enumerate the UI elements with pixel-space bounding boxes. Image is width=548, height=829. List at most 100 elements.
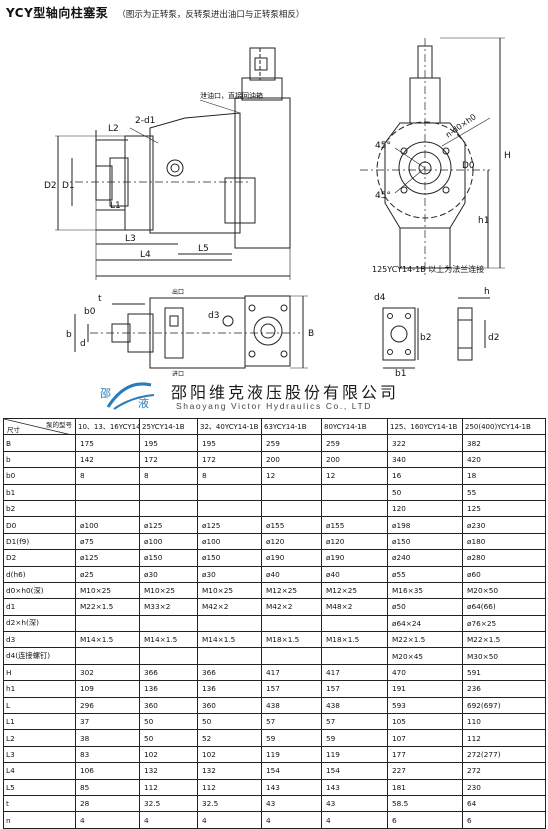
page-title: YCY型轴向柱塞泵 bbox=[6, 6, 109, 20]
row-label: L3 bbox=[3, 745, 76, 764]
technical-drawing: L2 2-d1 泄油口，直接回油箱 D2 D1 L1 L3 L4 L5 45° … bbox=[44, 37, 511, 376]
table-cell: 227 bbox=[387, 762, 463, 780]
table-cell: 110 bbox=[462, 713, 546, 731]
table-cell: ø100 bbox=[139, 532, 198, 551]
table-cell: ø190 bbox=[261, 549, 322, 567]
table-cell: 106 bbox=[75, 762, 140, 780]
table-cell: 107 bbox=[387, 729, 463, 747]
label-d3: d3 bbox=[208, 311, 219, 321]
table-cell bbox=[75, 483, 140, 501]
table-cell: 85 bbox=[75, 778, 140, 796]
label-D2: D2 bbox=[44, 181, 57, 191]
table-cell: M30×50 bbox=[462, 647, 546, 665]
table-cell: 230 bbox=[462, 778, 546, 796]
table-cell: 37 bbox=[75, 713, 140, 731]
row-label: D1(f9) bbox=[3, 532, 76, 551]
table-cell: 4 bbox=[197, 811, 262, 829]
flange-detail bbox=[382, 297, 490, 369]
table-cell: M10×25 bbox=[75, 581, 140, 600]
dimension-table-wrap: 泵的型号 尺寸 10、13、16YCY14-1B 25YCY14-1B 32、4… bbox=[3, 417, 546, 829]
table-cell: 272 bbox=[462, 762, 546, 780]
table-cell: ø240 bbox=[387, 549, 463, 567]
table-cell: M42×2 bbox=[261, 598, 322, 616]
label-h: h bbox=[484, 287, 490, 297]
table-cell bbox=[261, 499, 322, 518]
row-label: L bbox=[3, 696, 76, 715]
table-cell: 195 bbox=[139, 434, 198, 452]
table-cell: ø155 bbox=[321, 516, 388, 534]
table-cell: M22×1.5 bbox=[462, 631, 546, 649]
table-cell: 112 bbox=[197, 778, 262, 796]
table-cell: 172 bbox=[197, 450, 262, 469]
table-cell: 102 bbox=[139, 745, 198, 764]
table-cell: 322 bbox=[387, 434, 463, 452]
table-cell: 172 bbox=[139, 450, 198, 469]
table-cell: M14×1.5 bbox=[139, 631, 198, 649]
row-label: b2 bbox=[3, 499, 76, 518]
label-drain-port-note: 泄油口，直接回油箱 bbox=[200, 91, 263, 100]
label-B: B bbox=[308, 329, 314, 339]
row-label: n bbox=[3, 811, 76, 829]
table-cell: 59 bbox=[321, 729, 388, 747]
table-cell: M42×2 bbox=[197, 598, 262, 616]
table-cell: 38 bbox=[75, 729, 140, 747]
table-cell: 195 bbox=[197, 434, 262, 452]
table-cell: 200 bbox=[261, 450, 322, 469]
row-label: L4 bbox=[3, 762, 76, 780]
table-cell: 157 bbox=[261, 680, 322, 698]
label-L4: L4 bbox=[140, 250, 151, 260]
row-label: h1 bbox=[3, 680, 76, 698]
table-cell: 50 bbox=[139, 729, 198, 747]
label-angle-2: 45° bbox=[375, 191, 391, 201]
table-cell: 417 bbox=[261, 663, 322, 682]
label-angle-1: 45° bbox=[375, 141, 391, 151]
row-label: b bbox=[3, 450, 76, 469]
table-cell: M12×25 bbox=[261, 581, 322, 600]
table-cell: 340 bbox=[387, 450, 463, 469]
table-cell: 236 bbox=[462, 680, 546, 698]
table-cell: ø100 bbox=[197, 532, 262, 551]
table-corner-cell: 泵的型号 尺寸 bbox=[3, 417, 76, 436]
table-cell: 125 bbox=[462, 499, 546, 518]
table-cell bbox=[75, 647, 140, 665]
table-cell: ø150 bbox=[139, 549, 198, 567]
label-h1: h1 bbox=[478, 216, 489, 226]
table-cell: 593 bbox=[387, 696, 463, 715]
table-cell: 8 bbox=[139, 467, 198, 485]
table-cell: 57 bbox=[261, 713, 322, 731]
table-cell: ø230 bbox=[462, 516, 546, 534]
company-name-cn: 邵阳维克液压股份有限公司 bbox=[171, 383, 400, 402]
label-d4: d4 bbox=[374, 293, 386, 303]
table-cell: 8 bbox=[75, 467, 140, 485]
table-cell: ø30 bbox=[139, 565, 198, 583]
table-cell bbox=[75, 614, 140, 633]
row-label: L5 bbox=[3, 778, 76, 796]
table-cell: 4 bbox=[75, 811, 140, 829]
table-cell: ø50 bbox=[387, 598, 463, 616]
table-cell: ø120 bbox=[321, 532, 388, 551]
table-cell: ø125 bbox=[139, 516, 198, 534]
table-cell: 4 bbox=[139, 811, 198, 829]
model-header: 25YCY14-1B bbox=[139, 417, 198, 436]
table-cell: 55 bbox=[462, 483, 546, 501]
corner-diagonal bbox=[4, 419, 69, 434]
label-D0: D0 bbox=[462, 161, 475, 171]
table-cell: 360 bbox=[139, 696, 198, 715]
logo-char-1: 邵 bbox=[100, 387, 111, 400]
table-cell: 18 bbox=[462, 467, 546, 485]
table-cell: M10×25 bbox=[139, 581, 198, 600]
label-outlet: 出口 bbox=[172, 288, 184, 296]
model-header: 125、160YCY14-1B bbox=[387, 417, 463, 436]
table-cell: 6 bbox=[462, 811, 546, 829]
table-cell bbox=[139, 483, 198, 501]
model-header: 80YCY14-1B bbox=[321, 417, 388, 436]
table-cell: 143 bbox=[261, 778, 322, 796]
